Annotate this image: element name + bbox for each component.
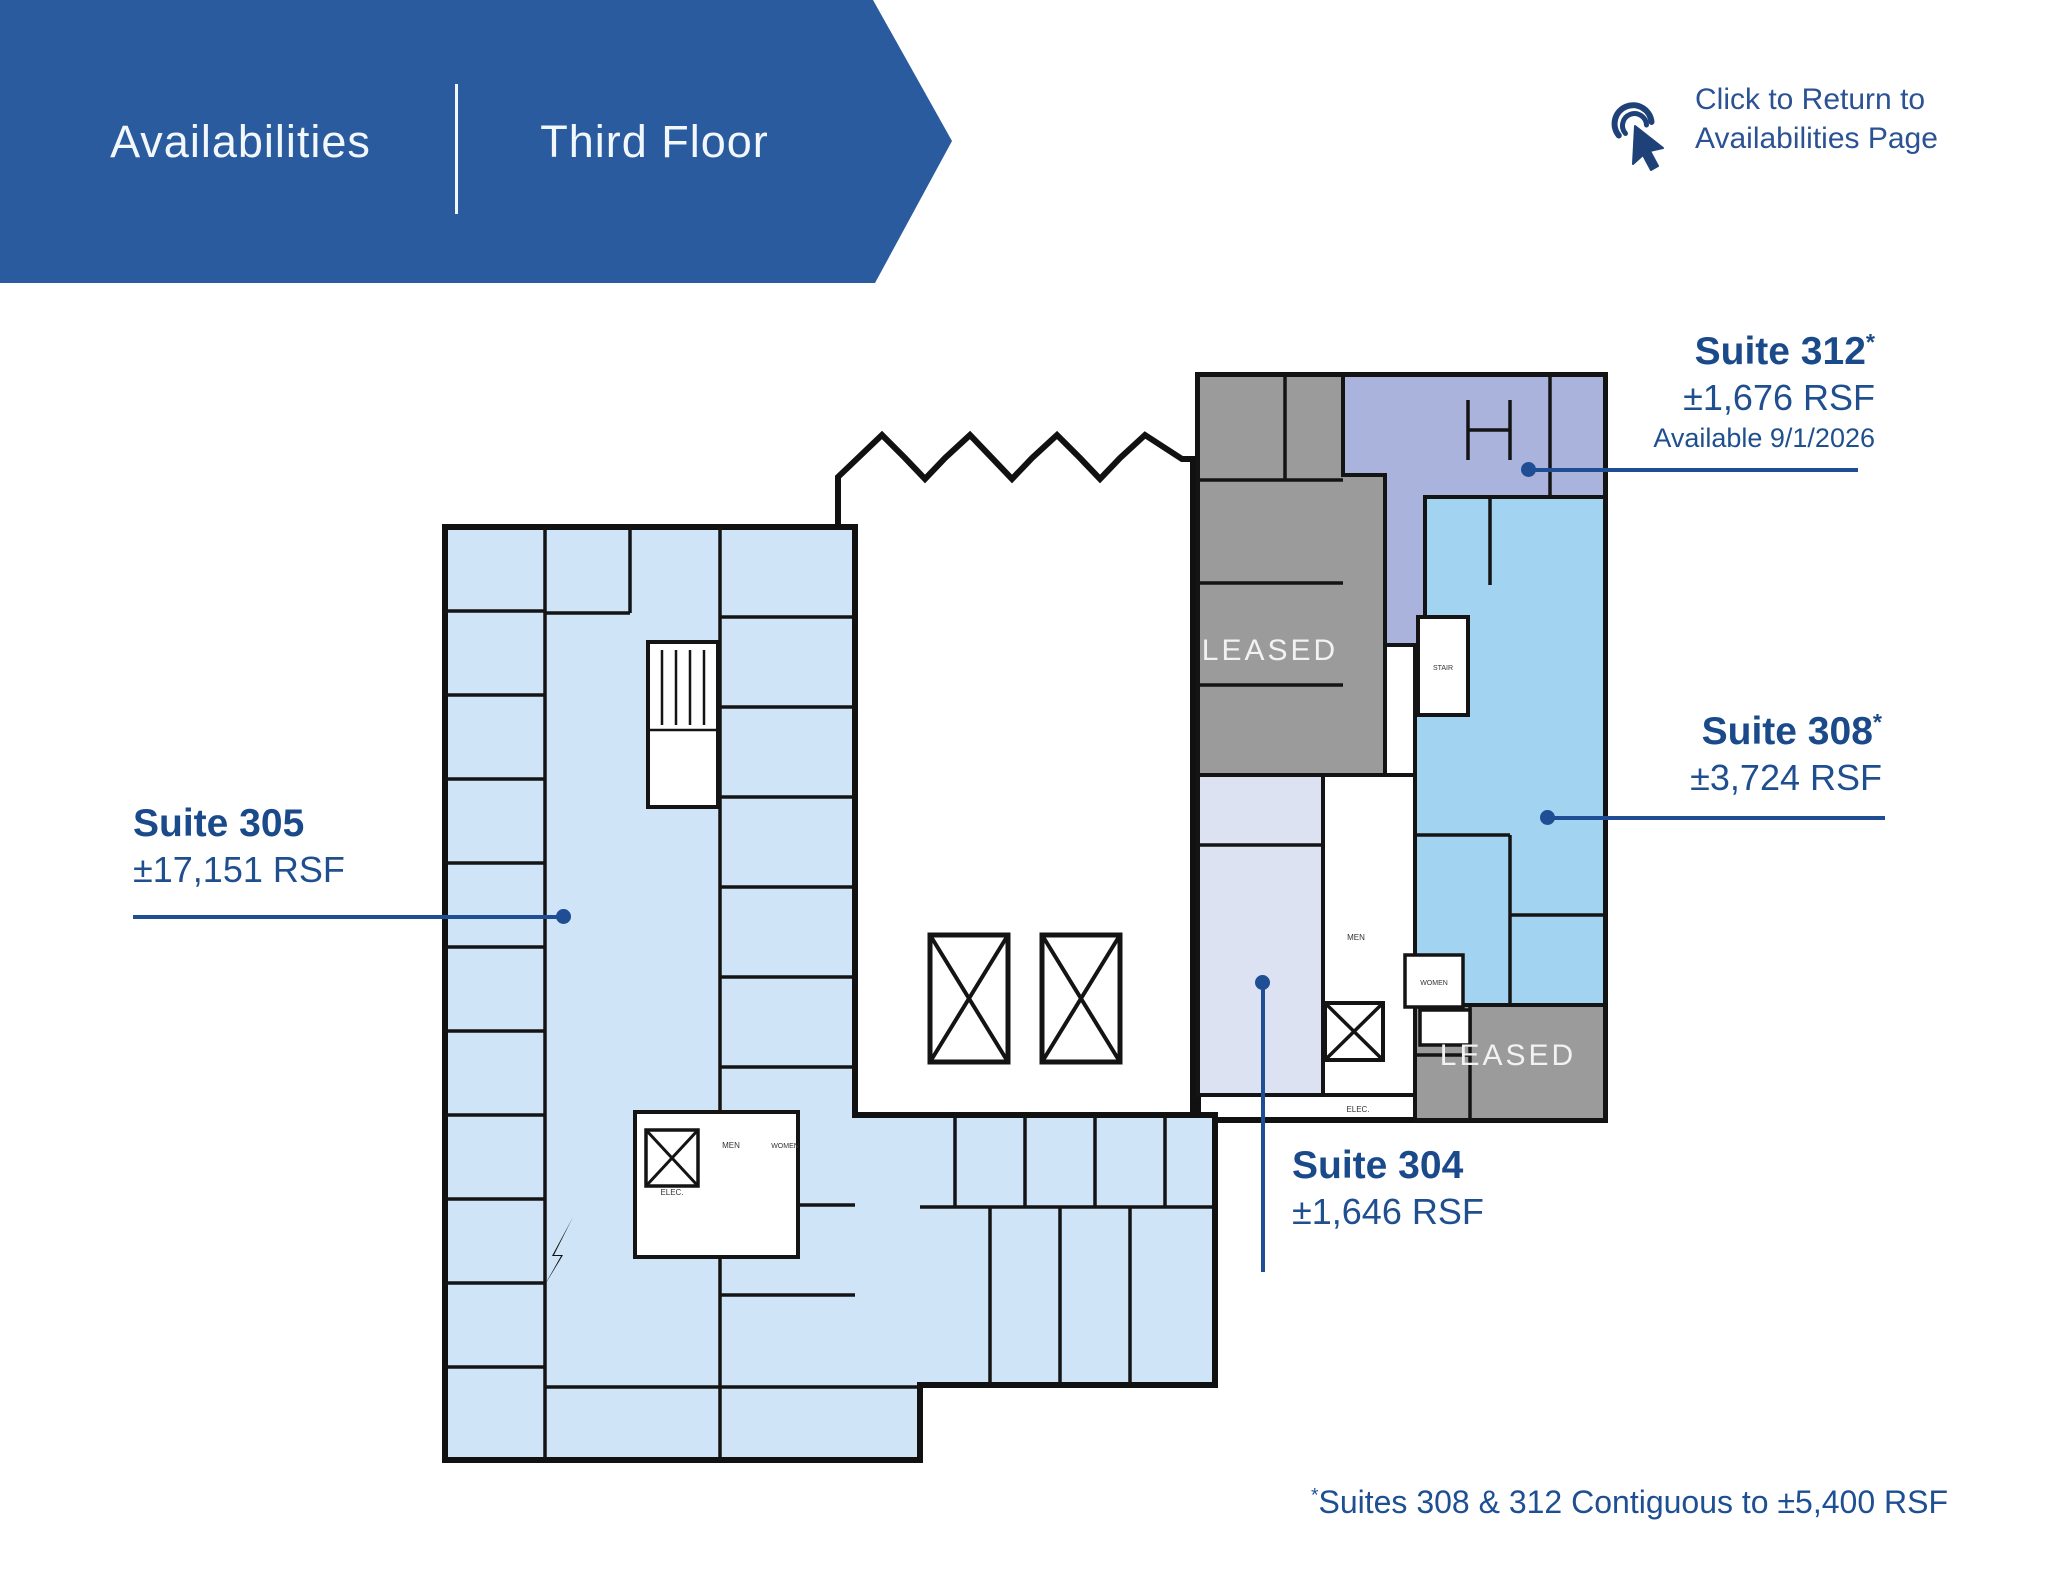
page-title: Availabilities	[110, 115, 371, 167]
suite-305-size: ±17,151 RSF	[133, 849, 345, 890]
return-link-line2[interactable]: Availabilities Page	[1695, 122, 1938, 155]
suite-312-asterisk: *	[1865, 329, 1875, 355]
suite-304-name: Suite 304	[1292, 1144, 1464, 1187]
suite-312-availability: Available 9/1/2026	[1653, 423, 1875, 453]
suite-312-leader-line	[1528, 468, 1858, 472]
suite-304-size: ±1,646 RSF	[1292, 1191, 1484, 1232]
suite-305-name: Suite 305	[133, 802, 305, 845]
suite-312-name: Suite 312*	[1694, 329, 1875, 373]
atrium-area	[835, 430, 1196, 1118]
banner-divider	[455, 84, 458, 214]
banner-arrow-polygon	[0, 0, 952, 283]
elec-label-right: ELEC.	[1346, 1105, 1369, 1114]
floor-title: Third Floor	[540, 115, 769, 167]
suite-305-leader-line	[133, 915, 563, 919]
suite-305-leader-dot	[556, 909, 571, 924]
suite-312-leader-dot	[1521, 462, 1536, 477]
women-label-left: WOMEN	[771, 1143, 799, 1150]
stair-label: STAIR	[1433, 665, 1453, 672]
men-label-left: MEN	[722, 1141, 740, 1150]
leased-label-lower: LEASED	[1440, 1039, 1576, 1072]
suite-304-leader-line	[1261, 982, 1265, 1272]
elevator-bank-left	[927, 932, 1011, 1065]
contiguous-footnote: *Suites 308 & 312 Contiguous to ±5,400 R…	[1311, 1484, 1948, 1521]
men-label-right: MEN	[1347, 933, 1365, 942]
suite-312-label: Suite 312* ±1,676 RSF Available 9/1/2026	[1653, 318, 1875, 456]
elec-room	[1418, 1008, 1472, 1047]
elevator-bank-right	[1039, 932, 1123, 1065]
left-restroom-core	[633, 1110, 800, 1259]
click-cursor-icon[interactable]	[1605, 98, 1685, 178]
suite-304-label: Suite 304 ±1,646 RSF	[1292, 1142, 1484, 1234]
suite-304-leader-dot	[1255, 975, 1270, 990]
banner-shape	[0, 0, 952, 283]
suite-305-label: Suite 305 ±17,151 RSF	[133, 800, 345, 892]
return-link-text[interactable]: Click to Return to Availabilities Page	[1695, 80, 1938, 158]
suite-308-asterisk: *	[1872, 709, 1882, 735]
footnote-text: Suites 308 & 312 Contiguous to ±5,400 RS…	[1318, 1484, 1948, 1520]
suite-308-leader-dot	[1540, 810, 1555, 825]
suite-312-size: ±1,676 RSF	[1683, 377, 1875, 418]
suite-304-area	[1196, 773, 1325, 1097]
left-stair-core	[646, 640, 720, 809]
suite-308-leader-line	[1547, 816, 1885, 820]
suite-308-size: ±3,724 RSF	[1690, 757, 1882, 798]
suite-308-name: Suite 308*	[1701, 709, 1882, 753]
floor-plan: LEASED LEASED STAIR MEN WOMEN ELEC. MEN …	[442, 372, 1608, 1463]
suite-308-label: Suite 308* ±3,724 RSF	[1690, 698, 1882, 800]
women-room	[1403, 953, 1465, 1009]
stair-room	[1416, 615, 1470, 717]
footnote-asterisk: *	[1311, 1485, 1319, 1507]
women-label-right: WOMEN	[1420, 980, 1448, 987]
elec-label-left: ELEC.	[660, 1188, 683, 1197]
right-block-walls	[1198, 375, 1605, 1120]
right-elevator-shaft	[1323, 1001, 1385, 1062]
return-link-line1[interactable]: Click to Return to	[1695, 83, 1926, 116]
leased-label-upper: LEASED	[1202, 634, 1338, 667]
